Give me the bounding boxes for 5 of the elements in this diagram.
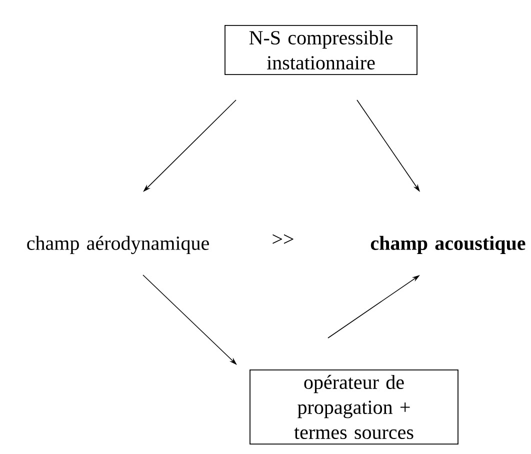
node-text: champ acoustique (370, 236, 526, 254)
comparison-label: >> (272, 234, 294, 244)
node-text: champ aérodynamique (27, 236, 209, 254)
process-box: N-S compressible instationnaire (224, 25, 418, 75)
process-box: opérateur de propagation + termes sources (250, 370, 458, 444)
